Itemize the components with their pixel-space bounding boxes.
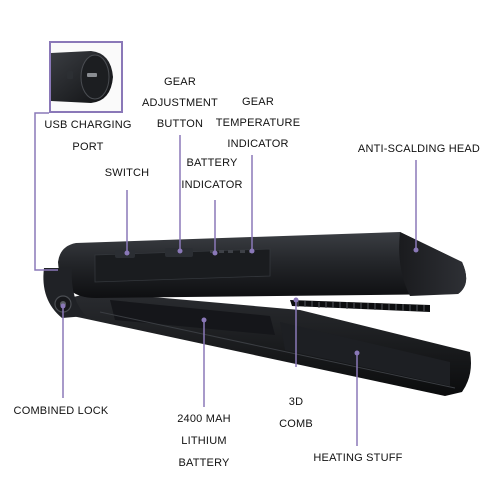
- usb-port-closeup-icon: [51, 51, 113, 103]
- label-heating-stuff: HEATING STUFF: [313, 452, 403, 464]
- comb-teeth: [290, 300, 430, 312]
- label-3d-comb: 3D COMB: [279, 396, 313, 430]
- usb-port-inset: [49, 41, 123, 113]
- label-usb-charging-port: USB CHARGING PORT: [44, 119, 132, 153]
- callout-dots: [60, 247, 419, 356]
- label-switch: SWITCH: [104, 167, 150, 179]
- label-combined-lock: COMBINED LOCK: [13, 405, 109, 417]
- top-arm: [58, 232, 467, 298]
- callout-lines: [34, 112, 417, 446]
- bottom-arm: [60, 292, 471, 396]
- label-gear-adjustment-button: GEAR ADJUSTMENT BUTTON: [142, 76, 218, 130]
- label-battery-indicator: BATTERY INDICATOR: [181, 157, 243, 191]
- label-lithium-battery: 2400 MAH LITHIUM BATTERY: [177, 413, 231, 469]
- label-anti-scalding-head: ANTI-SCALDING HEAD: [357, 143, 481, 155]
- label-gear-temperature-indicator: GEAR TEMPERATURE INDICATOR: [215, 96, 301, 150]
